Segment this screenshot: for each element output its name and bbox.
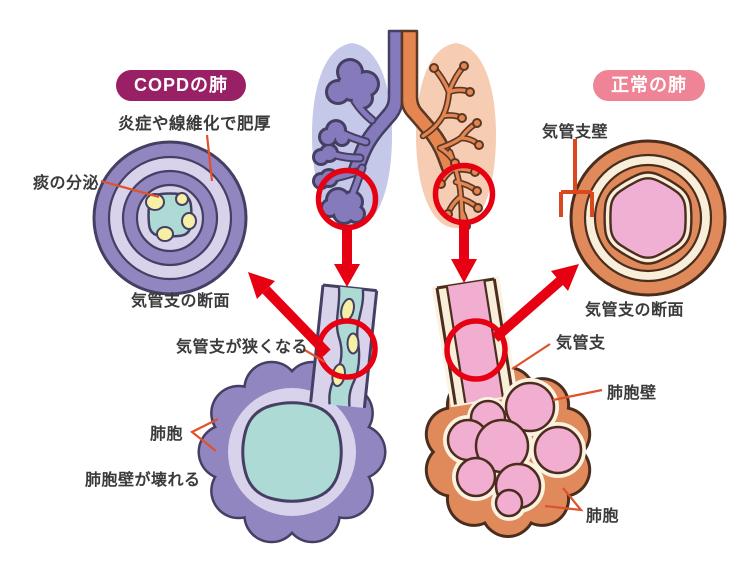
red-arrow-copd-down [342, 228, 352, 266]
leader-lines [100, 134, 603, 512]
open-lumen [609, 177, 687, 259]
label-inflammation-thickening: 炎症や線維化で肥厚 [118, 115, 271, 133]
leader-alveolar-wall [552, 388, 603, 402]
normal-bronchiole-alveoli-illustration [424, 276, 592, 538]
label-normal-alveoli: 肺胞 [586, 508, 620, 525]
normal-lung-badge: 正常の肺 [593, 70, 705, 101]
leader-alveoli-left [189, 418, 219, 452]
copd-bronchiole-alveoli-illustration [197, 283, 387, 544]
label-alveolar-wall: 肺胞壁 [607, 385, 657, 402]
copd-lung-badge: COPDの肺 [116, 70, 247, 101]
caption-normal-bronchus-cross-section: 気管支の断面 [585, 302, 685, 319]
red-circle-normal-bronchiole [444, 318, 508, 382]
leader-thickening [205, 134, 214, 182]
leader-alveoli-right [544, 487, 584, 512]
red-arrow-to-copd-cross-section [262, 286, 331, 357]
red-circle-normal-lung-region [432, 162, 496, 226]
red-circle-copd-lung-region [315, 167, 379, 231]
bronchial-wall-bracket [559, 139, 594, 217]
leader-sputum [100, 179, 160, 199]
sputum-blobs [145, 192, 197, 242]
red-arrow-to-normal-cross-section [491, 277, 564, 342]
caption-copd-bronchus-cross-section: 気管支の断面 [131, 293, 231, 310]
merged-airspace [241, 401, 343, 503]
label-bronchial-wall: 気管支壁 [542, 124, 609, 141]
alveolar-sacs [446, 381, 583, 518]
copd-bronchial-tree [312, 58, 380, 225]
copd-bronchus-cross-section-illustration [92, 140, 248, 296]
leader-bronchus [511, 343, 551, 370]
label-bronchus: 気管支 [556, 335, 606, 352]
label-alveolar-wall-destruction: 肺胞壁が壊れる [85, 472, 201, 489]
label-copd-alveoli: 肺胞 [150, 426, 184, 443]
leader-narrowing [302, 348, 326, 363]
red-arrow-normal-down [459, 223, 469, 261]
label-sputum-secretion: 痰の分泌 [33, 175, 100, 192]
red-annotations [248, 162, 579, 382]
label-bronchus-narrowing: 気管支が狭くなる [176, 339, 309, 356]
lungs-illustration [312, 29, 496, 231]
normal-bronchus-cross-section-illustration [569, 139, 727, 297]
